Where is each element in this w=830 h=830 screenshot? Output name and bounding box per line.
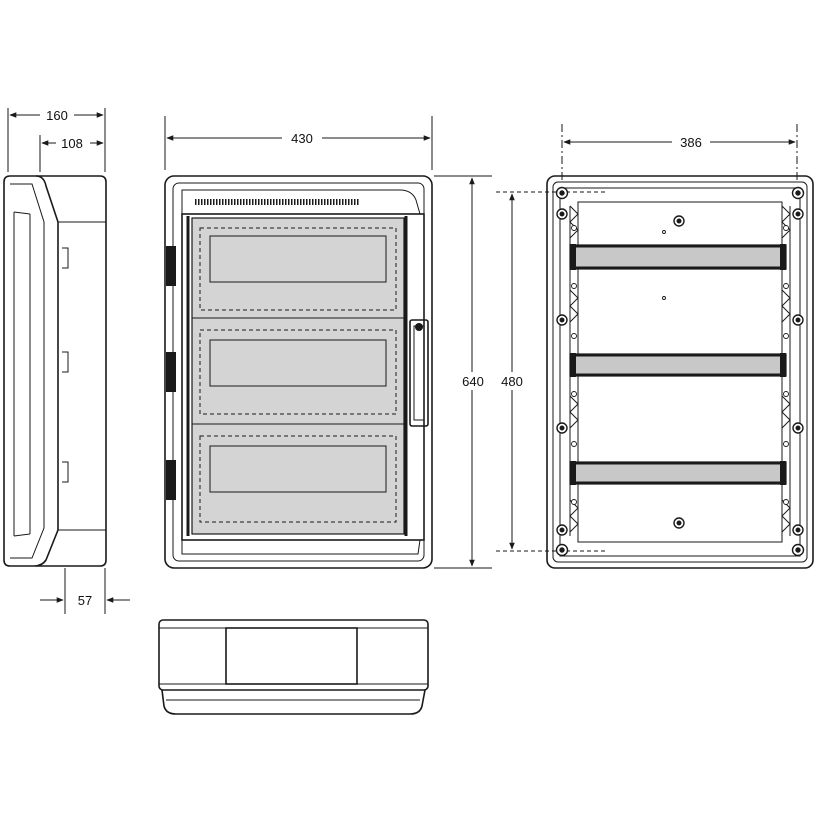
dimension-160: 160	[9, 106, 104, 123]
din-rail-1	[569, 244, 787, 270]
door-latch	[409, 319, 429, 427]
dimension-108: 108	[41, 134, 104, 151]
screw-icons	[555, 186, 805, 557]
dimension-430: 430	[166, 129, 431, 146]
door-panel	[191, 217, 405, 535]
dim-label-480: 480	[501, 374, 523, 389]
rivets	[571, 225, 789, 505]
hinge-top	[166, 246, 176, 286]
bottom-knockout-panel	[225, 627, 358, 685]
side-view: 160 108 57	[3, 106, 130, 614]
back-view: 386	[546, 124, 814, 569]
dimension-386: 386	[563, 133, 796, 150]
dimension-480: 480	[498, 193, 528, 550]
hinge-middle	[166, 352, 176, 392]
dim-label-108: 108	[61, 136, 83, 151]
dimension-640: 640	[458, 177, 488, 567]
din-rail-2	[569, 353, 787, 377]
din-rail-3	[569, 461, 787, 485]
lock-icon	[415, 323, 423, 331]
dim-label-430: 430	[291, 131, 313, 146]
front-view: 430	[164, 116, 608, 569]
dim-label-57: 57	[78, 593, 92, 608]
dim-label-386: 386	[680, 135, 702, 150]
dimension-57: 57	[40, 593, 130, 608]
dim-label-640: 640	[462, 374, 484, 389]
dim-label-160: 160	[46, 108, 68, 123]
bottom-view	[158, 619, 429, 715]
hinge-bottom	[166, 460, 176, 500]
